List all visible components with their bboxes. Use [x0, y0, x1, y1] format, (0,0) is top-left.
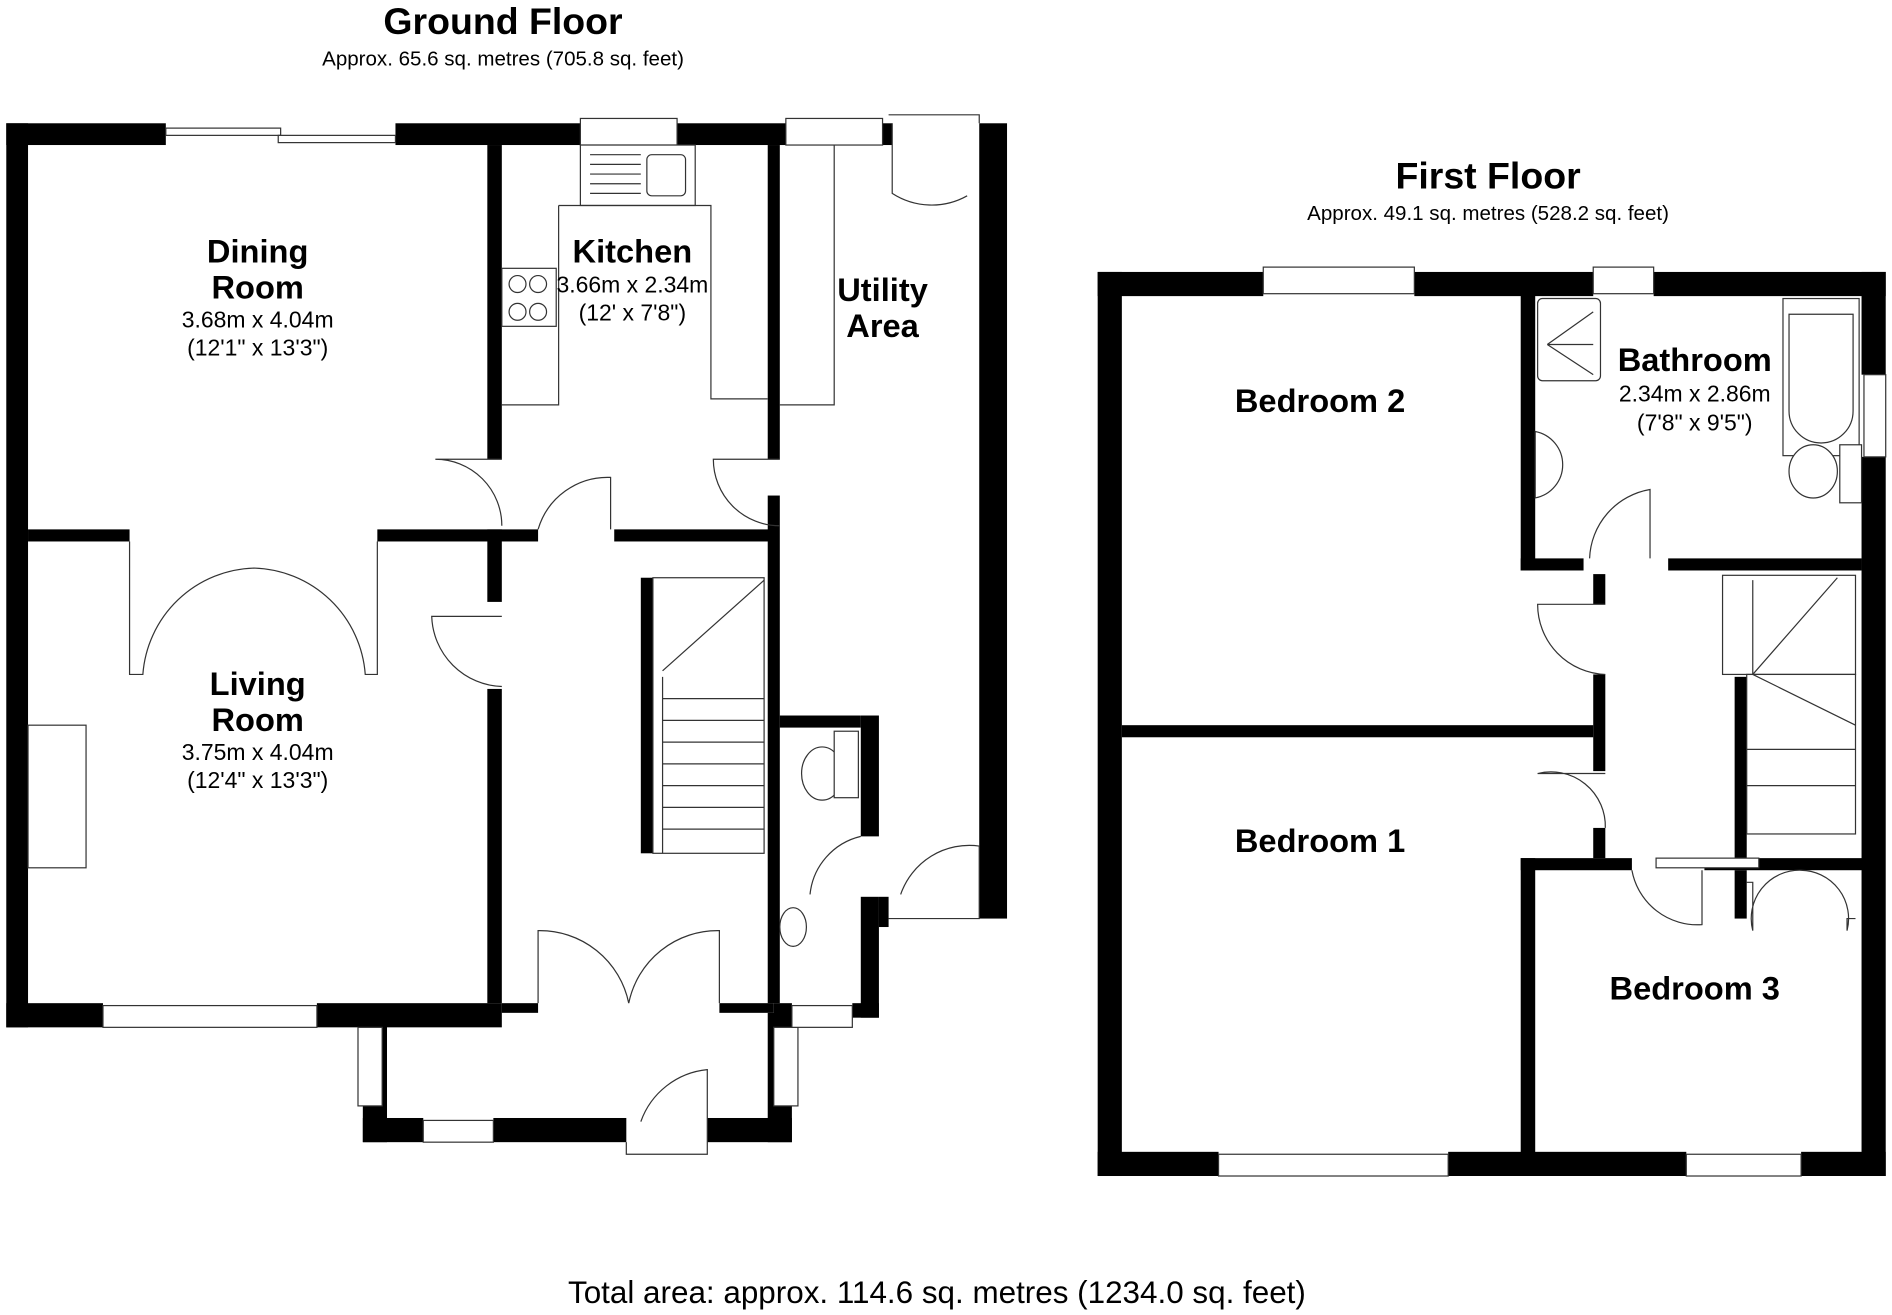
dining-room-metric: 3.68m x 4.04m: [182, 307, 334, 333]
bathroom-imperial: (7'8" x 9'5"): [1637, 409, 1753, 435]
kitchen-metric: 3.66m x 2.34m: [556, 271, 708, 297]
living-room-label-line2: Room: [211, 701, 303, 738]
dining-room-label-line2: Room: [211, 269, 303, 306]
utility-area-label: Utility: [837, 271, 928, 308]
utility-area-label-line2: Area: [846, 307, 919, 344]
ground-floor-plan: Dining Room 3.68m x 4.04m (12'1" x 13'3"…: [6, 114, 1008, 1155]
total-area: Total area: approx. 114.6 sq. metres (12…: [568, 1275, 1306, 1310]
first-floor-title: First Floor: [1395, 155, 1581, 197]
ground-floor-area: Approx. 65.6 sq. metres (705.8 sq. feet): [322, 47, 684, 70]
dining-room-imperial: (12'1" x 13'3"): [187, 334, 328, 360]
bedroom-2-label: Bedroom 2: [1235, 382, 1405, 419]
bathroom-label: Bathroom: [1618, 341, 1772, 378]
first-floor-plan: Bedroom 2 Bathroom 2.34m x 2.86m (7'8" x…: [1097, 266, 1887, 1177]
first-floor-area: Approx. 49.1 sq. metres (528.2 sq. feet): [1307, 202, 1669, 225]
kitchen-imperial: (12' x 7'8"): [579, 299, 687, 325]
living-room-metric: 3.75m x 4.04m: [182, 739, 334, 765]
bathroom-metric: 2.34m x 2.86m: [1619, 380, 1771, 406]
bedroom-3-label: Bedroom 3: [1610, 970, 1780, 1007]
ground-floor-title: Ground Floor: [383, 0, 623, 42]
living-room-imperial: (12'4" x 13'3"): [187, 767, 328, 793]
dining-room-label: Dining: [207, 232, 308, 269]
kitchen-label: Kitchen: [573, 232, 693, 269]
living-room-label: Living: [210, 665, 306, 702]
bedroom-1-label: Bedroom 1: [1235, 822, 1405, 859]
